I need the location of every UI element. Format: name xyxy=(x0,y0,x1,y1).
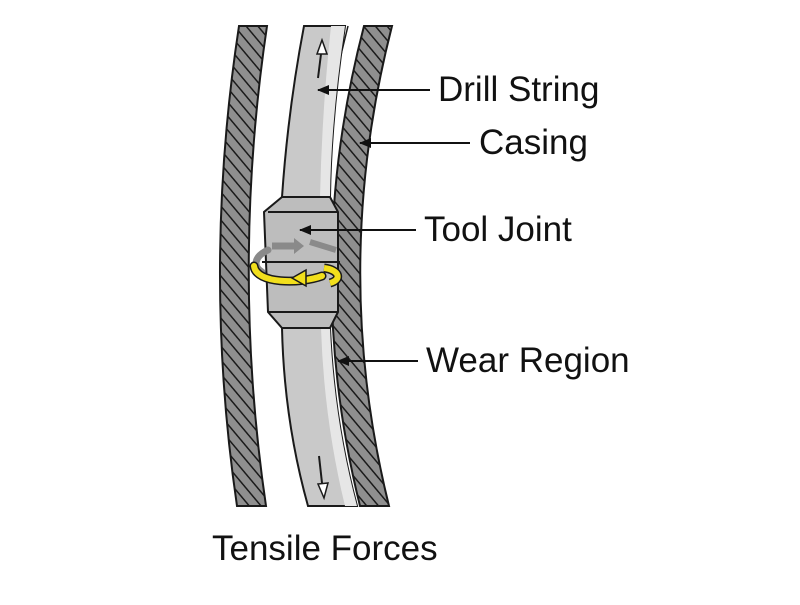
rotation-arrow-icon xyxy=(249,238,343,288)
drill-string-upper-shade xyxy=(320,26,345,197)
label-casing: Casing xyxy=(479,123,588,162)
label-drill-string: Drill String xyxy=(438,70,600,109)
casing-right-wall xyxy=(330,25,394,507)
drill-string-lower-shade xyxy=(321,328,357,506)
arrow-up-icon xyxy=(315,37,329,79)
tool-joint xyxy=(262,196,340,329)
label-wear-region: Wear Region xyxy=(426,341,630,380)
arrow-down-icon xyxy=(316,455,330,501)
label-tool-joint: Tool Joint xyxy=(424,210,572,249)
casing-left-wall xyxy=(219,25,269,507)
diagram-caption: Tensile Forces xyxy=(212,529,438,568)
